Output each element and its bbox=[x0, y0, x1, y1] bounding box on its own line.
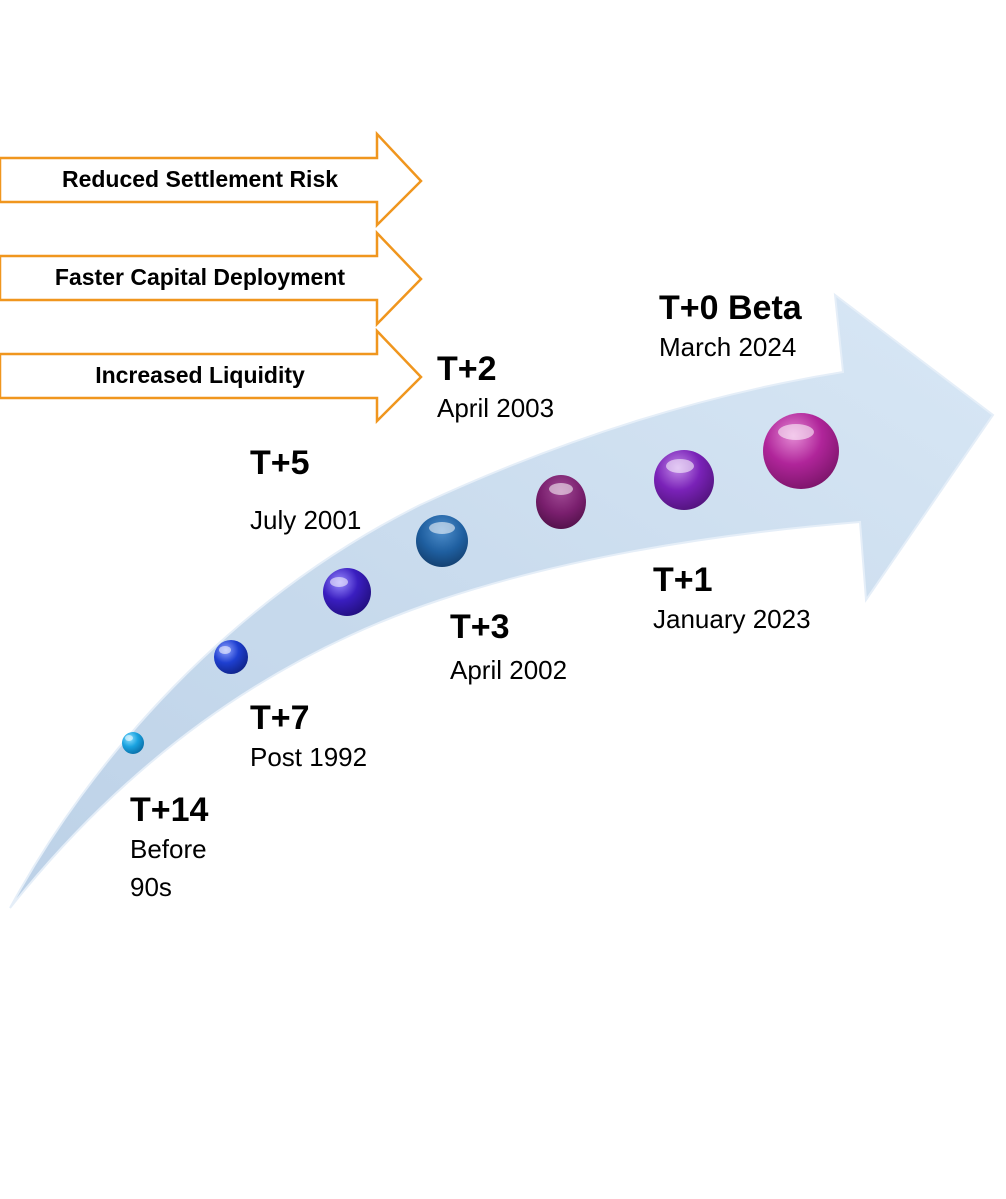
milestone-t7: T+7 Post 1992 bbox=[250, 698, 367, 776]
milestone-date: July 2001 bbox=[250, 505, 362, 535]
milestone-orb bbox=[214, 640, 248, 674]
milestone-date: April 2002 bbox=[450, 655, 568, 685]
benefit-label: Faster Capital Deployment bbox=[54, 264, 346, 290]
benefit-arrow bbox=[0, 229, 423, 328]
milestone-label: T+14 bbox=[130, 791, 209, 829]
milestone-label: T+7 bbox=[250, 699, 310, 737]
milestone-t1: T+1 January 2023 bbox=[653, 560, 811, 638]
orb-highlight bbox=[778, 424, 814, 440]
milestone-date: April 2003 bbox=[437, 393, 555, 423]
milestone-t5: T+5 July 2001 bbox=[250, 443, 361, 539]
milestone-label: T+3 bbox=[450, 608, 510, 646]
benefit-label: Increased Liquidity bbox=[95, 362, 305, 388]
orb-highlight bbox=[549, 483, 573, 495]
milestone-t14: T+14 Before 90s bbox=[130, 790, 240, 906]
milestone-t2: T+2 April 2003 bbox=[437, 349, 554, 427]
milestone-date: January 2023 bbox=[653, 604, 811, 634]
benefit-label: Reduced Settlement Risk bbox=[61, 166, 339, 192]
timeline-arrow bbox=[9, 292, 995, 909]
milestone-orb bbox=[654, 450, 714, 510]
milestone-t3: T+3 April 2002 bbox=[450, 607, 567, 689]
milestone-orb bbox=[323, 568, 371, 616]
milestone-t0-beta: T+0 Beta March 2024 bbox=[659, 288, 802, 366]
milestone-date: Post 1992 bbox=[250, 742, 368, 772]
milestone-date: March 2024 bbox=[659, 332, 797, 362]
milestone-label: T+1 bbox=[653, 561, 713, 599]
orb-highlight bbox=[330, 577, 348, 587]
milestone-label: T+2 bbox=[437, 350, 497, 388]
orb-highlight bbox=[125, 735, 133, 741]
orb-highlight bbox=[666, 459, 694, 473]
milestone-date: Before 90s bbox=[130, 834, 207, 902]
benefit-arrow bbox=[0, 130, 423, 229]
milestone-label: T+0 Beta bbox=[659, 289, 802, 327]
milestone-label: T+5 bbox=[250, 444, 310, 482]
milestone-orb bbox=[122, 732, 144, 754]
orb-highlight bbox=[429, 522, 455, 534]
orb-highlight bbox=[219, 646, 231, 654]
milestone-orb bbox=[536, 475, 586, 529]
benefit-arrow bbox=[0, 327, 423, 425]
